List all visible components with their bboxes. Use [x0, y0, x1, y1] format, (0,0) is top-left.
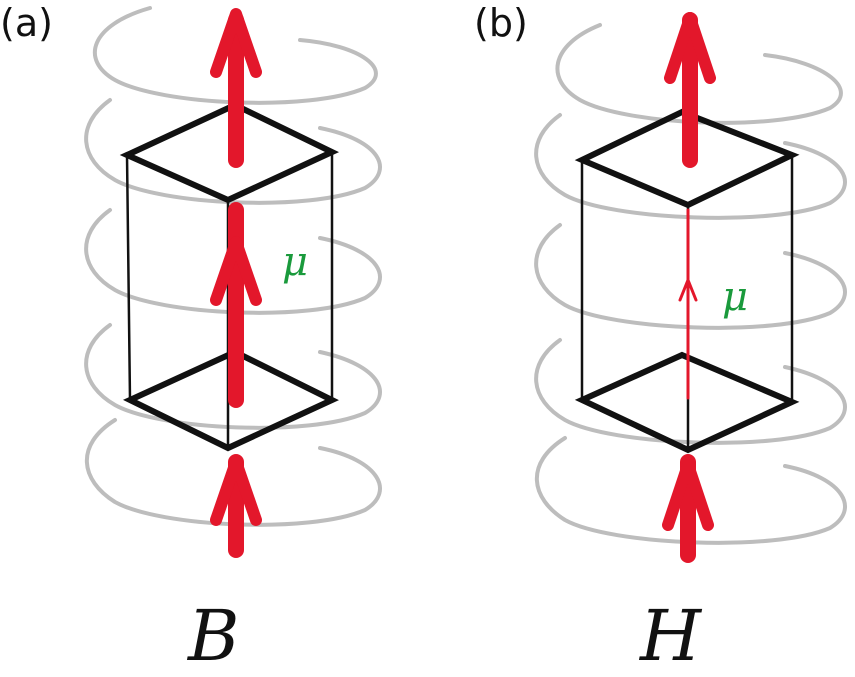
- material-symbol-a: μ: [282, 239, 308, 285]
- h-field-arrows-b: [662, 12, 716, 563]
- panel-a: μ B: [84, 6, 382, 677]
- field-symbol-b: H: [638, 595, 703, 677]
- field-symbol-a: B: [186, 595, 239, 677]
- b-field-arrows-a: [210, 8, 262, 558]
- material-prism-a: [119, 101, 340, 452]
- panel-label-a: (a): [0, 1, 53, 45]
- panel-label-b: (b): [474, 1, 528, 45]
- panel-b: μ H: [534, 12, 847, 677]
- material-symbol-b: μ: [722, 274, 748, 320]
- material-prism-b: [574, 108, 800, 454]
